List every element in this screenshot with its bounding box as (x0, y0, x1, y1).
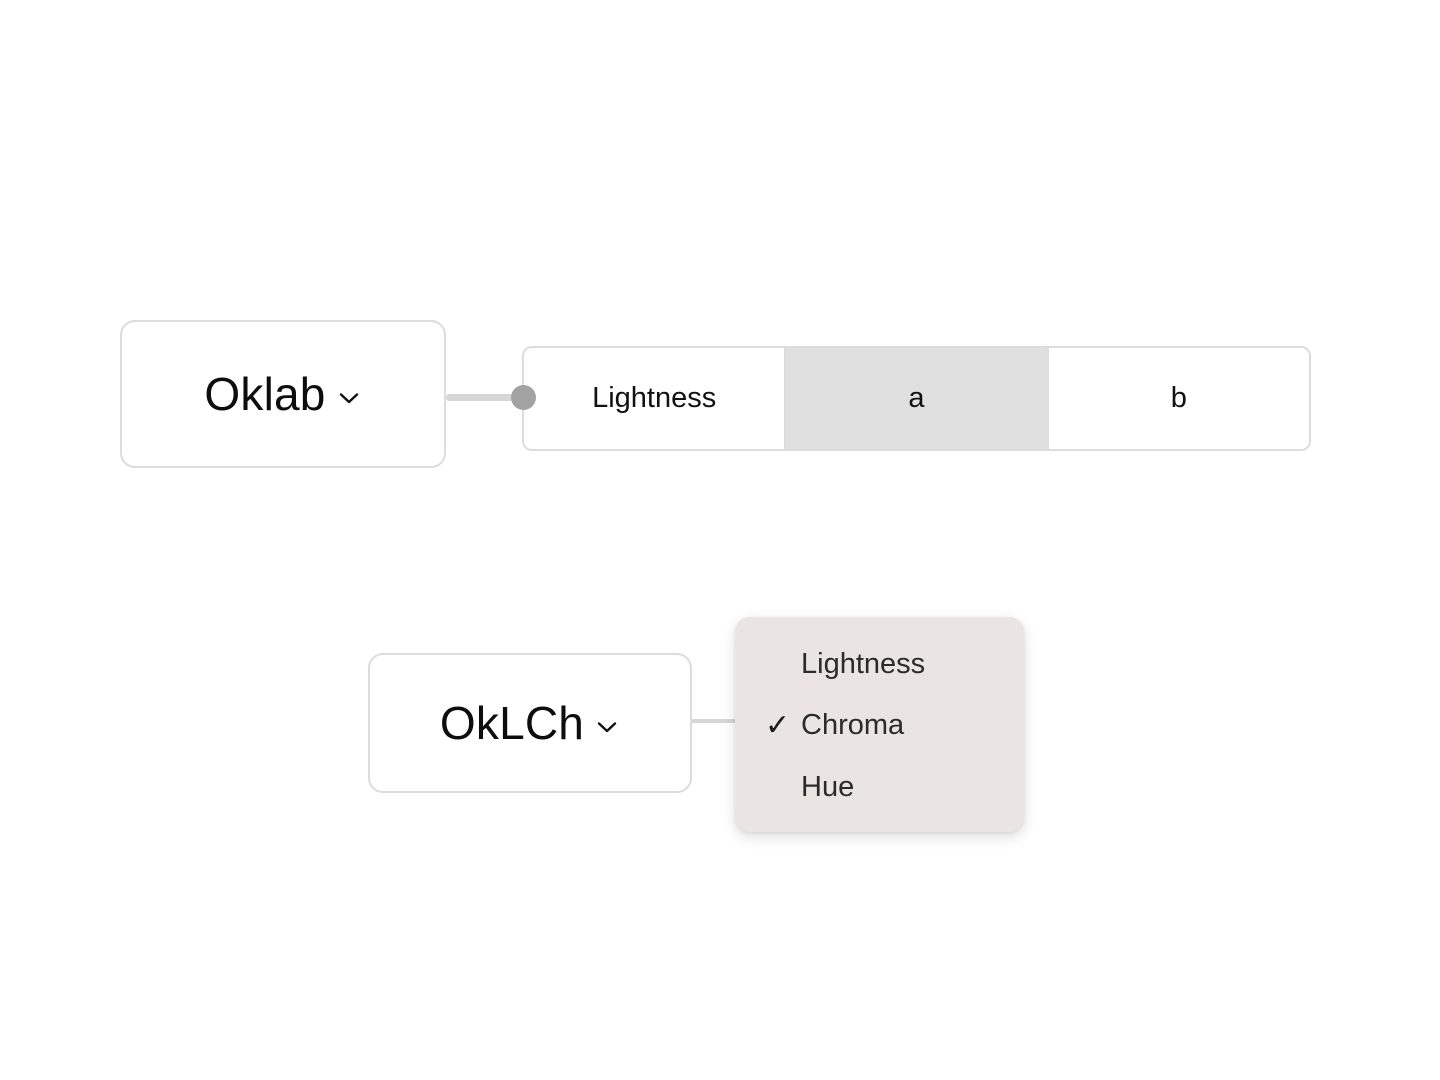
segment-b-label: b (1170, 382, 1187, 414)
chevron-down-icon (336, 385, 362, 411)
menu-item-lightness-label: Lightness (801, 647, 926, 680)
menu-item-lightness[interactable]: ✓ Lightness (735, 641, 1024, 687)
oklab-connector-line (446, 394, 528, 401)
segment-lightness[interactable]: Lightness (524, 348, 785, 449)
oklch-connector-line (690, 719, 742, 723)
oklab-dropdown-label: Oklab (204, 368, 326, 420)
oklab-color-space-dropdown[interactable]: Oklab (120, 320, 446, 468)
menu-item-chroma-label: Chroma (801, 709, 905, 741)
segment-b[interactable]: b (1046, 348, 1309, 449)
segment-lightness-label: Lightness (592, 382, 717, 414)
oklch-channel-menu[interactable]: ✓ Lightness ✓ Chroma ✓ Hue (735, 617, 1024, 832)
oklab-channel-segmented-control[interactable]: Lightness a b (522, 346, 1311, 451)
oklch-color-space-dropdown[interactable]: OkLCh (368, 653, 692, 793)
menu-item-hue[interactable]: ✓ Hue (735, 764, 1024, 810)
oklab-connector-dot (511, 385, 536, 410)
check-icon: ✓ (765, 708, 791, 742)
oklch-dropdown-label: OkLCh (439, 697, 585, 749)
menu-item-chroma[interactable]: ✓ Chroma (735, 703, 1024, 749)
chevron-down-icon (594, 714, 620, 740)
segment-a[interactable]: a (784, 348, 1047, 449)
segment-a-label: a (908, 382, 925, 414)
menu-item-hue-label: Hue (801, 770, 855, 803)
